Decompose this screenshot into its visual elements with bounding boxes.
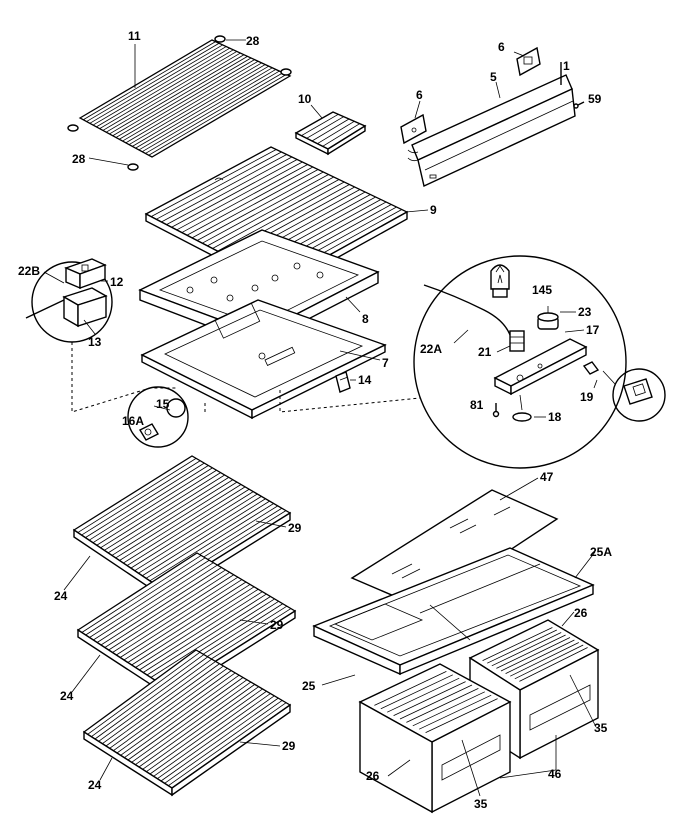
- callout-8: 8: [362, 312, 369, 326]
- bracket-14: [335, 371, 351, 393]
- callout-17: 17: [586, 323, 600, 337]
- callout-10: 10: [298, 92, 312, 106]
- callout-29-lower: 29: [282, 739, 296, 753]
- callout-46: 46: [548, 767, 562, 781]
- callout-81: 81: [470, 398, 484, 412]
- callout-14: 14: [358, 373, 372, 387]
- callout-29-upper: 29: [288, 521, 302, 535]
- detail-circle-knob: [127, 386, 189, 448]
- callout-24-lower: 24: [88, 778, 102, 792]
- callout-6-mid: 6: [416, 88, 423, 102]
- callout-22A: 22A: [420, 342, 442, 356]
- callout-29-middle: 29: [270, 618, 284, 632]
- shelf-support-28-pins: [67, 35, 292, 171]
- detail-circle-left: [25, 258, 113, 343]
- callout-7: 7: [382, 356, 389, 370]
- screw-59: [573, 101, 585, 109]
- bracket-6-lower: [400, 113, 427, 145]
- glass-shelf-29-upper: [72, 455, 292, 600]
- callout-25: 25: [302, 679, 316, 693]
- freezer-wire-shelf-11: [78, 39, 292, 158]
- callout-35-right: 35: [594, 721, 608, 735]
- callout-26-right: 26: [574, 606, 588, 620]
- crisper-cover-tray-7: [140, 299, 387, 420]
- callout-15: 15: [156, 397, 170, 411]
- callout-11: 11: [128, 29, 141, 43]
- callout-6-top: 6: [498, 40, 505, 54]
- callout-labels: 11 28 28 10 6 6 5 1 59 9 22B 12 13 8 7 1…: [18, 29, 612, 811]
- callout-35-left: 35: [474, 797, 488, 811]
- callout-25A: 25A: [590, 545, 612, 559]
- callout-13: 13: [88, 335, 102, 349]
- callout-1: 1: [563, 59, 570, 73]
- callout-26-left: 26: [366, 769, 380, 783]
- crisper-drawer-left: [358, 663, 512, 814]
- callout-145: 145: [532, 283, 552, 297]
- callout-47: 47: [540, 470, 554, 484]
- callout-9: 9: [430, 203, 437, 217]
- callout-28-top: 28: [246, 34, 260, 48]
- detail-circle-small-right: [602, 368, 666, 422]
- crisper-frame-25: [312, 547, 595, 676]
- bracket-6-upper: [516, 46, 541, 77]
- callout-59: 59: [588, 92, 602, 106]
- callout-22B: 22B: [18, 264, 40, 278]
- callout-28-left: 28: [72, 152, 86, 166]
- rail-assembly-5: [411, 62, 576, 187]
- callout-24-middle: 24: [60, 689, 74, 703]
- callout-19: 19: [580, 390, 594, 404]
- callout-leader-lines: [43, 39, 598, 797]
- dashed-leader-lines: [71, 342, 421, 413]
- callout-16A: 16A: [122, 414, 144, 428]
- callout-21: 21: [478, 345, 492, 359]
- callout-24-upper: 24: [54, 589, 68, 603]
- callout-12: 12: [110, 275, 124, 289]
- ice-tray-10: [294, 111, 367, 156]
- glass-shelf-29-lower: [82, 649, 292, 797]
- callout-5: 5: [490, 70, 497, 84]
- detail-circle-right: [413, 255, 627, 469]
- callout-23: 23: [578, 305, 592, 319]
- callout-18: 18: [548, 410, 562, 424]
- wire-lead-left: [407, 149, 419, 162]
